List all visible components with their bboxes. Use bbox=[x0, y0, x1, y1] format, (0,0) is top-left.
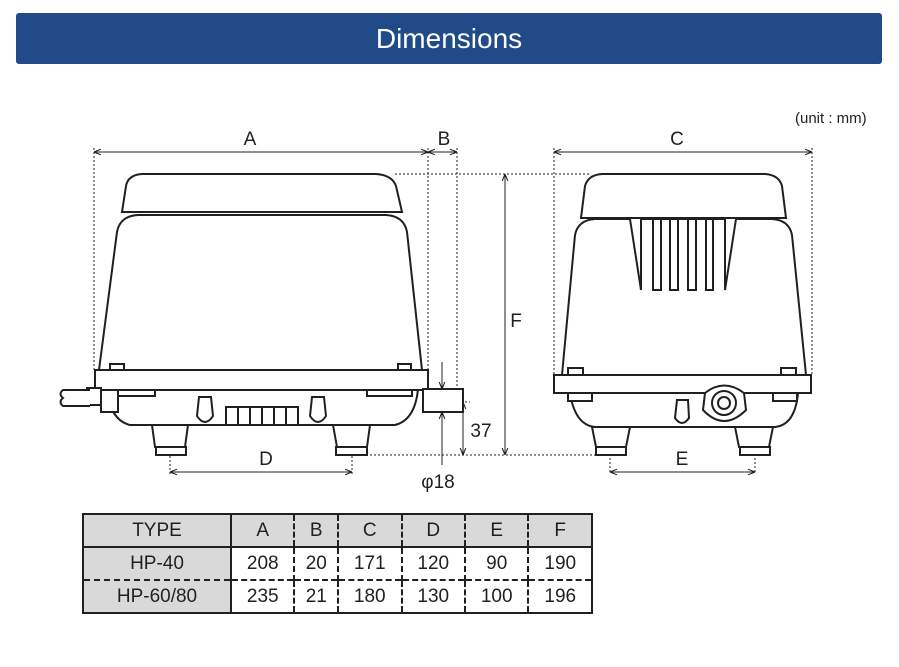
label-e: E bbox=[676, 449, 689, 470]
label-a: A bbox=[244, 129, 257, 150]
section-header: Dimensions bbox=[16, 13, 882, 64]
table-cell: 20 bbox=[293, 546, 339, 580]
table-cell: 180 bbox=[337, 579, 402, 613]
col-header: A bbox=[231, 514, 295, 547]
table-cell: 208 bbox=[231, 546, 295, 580]
pump-front-view bbox=[59, 173, 464, 456]
col-header: TYPE bbox=[83, 514, 232, 547]
label-d: D bbox=[259, 449, 273, 470]
label-b: B bbox=[438, 129, 451, 150]
col-header: F bbox=[527, 514, 592, 547]
table-cell: 100 bbox=[463, 579, 529, 613]
page-title: Dimensions bbox=[375, 23, 523, 54]
table-header-row: TYPE A B C D E F bbox=[83, 514, 592, 547]
table-cell: 235 bbox=[231, 579, 295, 613]
pump-side-view bbox=[553, 173, 812, 456]
col-header: E bbox=[463, 514, 529, 547]
table-cell: 190 bbox=[527, 546, 592, 580]
label-37: 37 bbox=[470, 421, 491, 442]
label-diameter: φ18 bbox=[421, 472, 454, 493]
table-cell: 21 bbox=[293, 579, 339, 613]
label-f: F bbox=[510, 311, 522, 332]
dimension-diagram: A B C F 37 φ18 D E bbox=[59, 129, 813, 493]
table-cell: 196 bbox=[527, 579, 592, 613]
table-cell: HP-40 bbox=[83, 546, 232, 580]
label-c: C bbox=[670, 129, 684, 150]
table-cell: 130 bbox=[400, 579, 465, 613]
dimensions-table: TYPE A B C D E F HP-40 208 20 171 120 90… bbox=[82, 513, 593, 614]
table-cell: 90 bbox=[463, 546, 529, 580]
table-cell: 171 bbox=[337, 546, 402, 580]
dimension-lines bbox=[94, 152, 812, 472]
unit-note: (unit : mm) bbox=[795, 110, 867, 127]
col-header: C bbox=[337, 514, 402, 547]
table-row: HP-60/80 235 21 180 130 100 196 bbox=[83, 579, 592, 613]
col-header: D bbox=[400, 514, 465, 547]
col-header: B bbox=[293, 514, 339, 547]
table-cell: HP-60/80 bbox=[83, 579, 232, 613]
table-cell: 120 bbox=[400, 546, 465, 580]
table-row: HP-40 208 20 171 120 90 190 bbox=[83, 546, 592, 580]
